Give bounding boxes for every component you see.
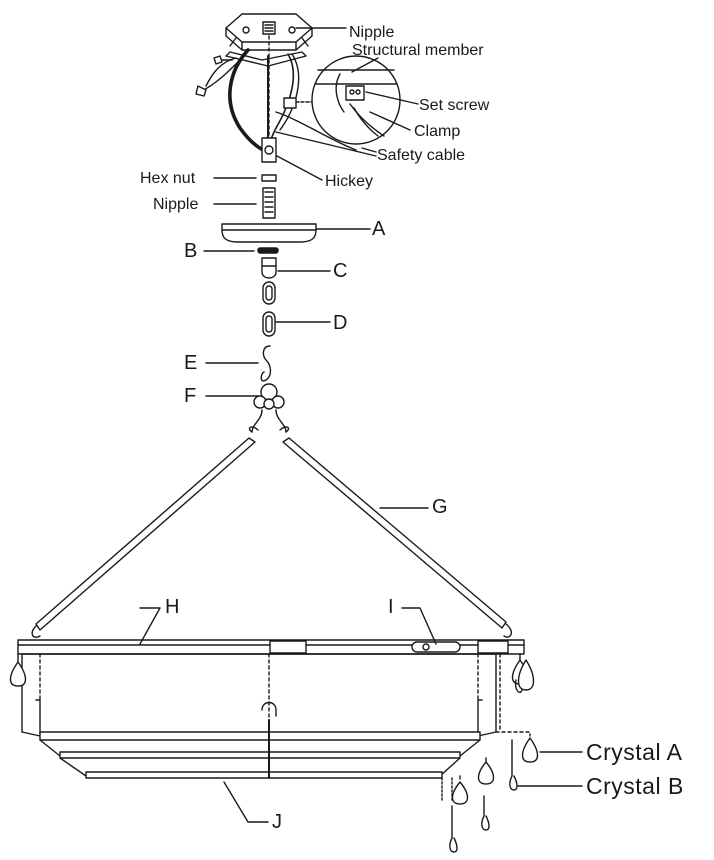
label-part-f: F: [184, 385, 197, 407]
guide-lines: [39, 653, 501, 731]
label-crystal-b: Crystal B: [586, 773, 684, 799]
chain: [262, 281, 331, 337]
label-part-d: D: [333, 312, 348, 334]
label-hex-nut: Hex nut: [140, 170, 196, 187]
label-crystal-a: Crystal A: [586, 739, 683, 765]
s-hook: [205, 345, 272, 382]
label-part-a: A: [372, 218, 386, 240]
label-part-j: J: [272, 811, 282, 833]
label-part-h: H: [165, 596, 180, 618]
lock-washer: [203, 247, 279, 254]
hickey: [261, 137, 323, 181]
center-hook: [223, 653, 277, 823]
label-set-screw: Set screw: [419, 97, 490, 114]
hex-nut: [213, 174, 277, 182]
leader-lines-top: [275, 27, 419, 157]
label-structural-member: Structural member: [352, 42, 484, 59]
ring-coupler: [269, 607, 509, 654]
label-nipple-mid: Nipple: [153, 196, 199, 213]
label-clamp: Clamp: [414, 123, 461, 140]
crystal-drops: [9, 653, 583, 853]
canopy: [221, 223, 371, 243]
ring-connector: [205, 383, 285, 410]
label-part-c: C: [333, 260, 348, 282]
nipple-threaded: [213, 187, 276, 219]
label-hickey: Hickey: [325, 173, 374, 190]
label-part-b: B: [184, 240, 198, 262]
support-rods: [31, 409, 513, 638]
drum-shade: [21, 653, 497, 779]
supply-wires: [195, 48, 300, 154]
crossbar: [225, 35, 307, 151]
label-part-e: E: [184, 352, 198, 374]
label-part-g: G: [432, 496, 448, 518]
label-safety-cable: Safety cable: [377, 147, 466, 164]
label-part-i: I: [388, 596, 394, 618]
threaded-loop: [261, 257, 331, 279]
label-nipple-top: Nipple: [349, 24, 395, 41]
